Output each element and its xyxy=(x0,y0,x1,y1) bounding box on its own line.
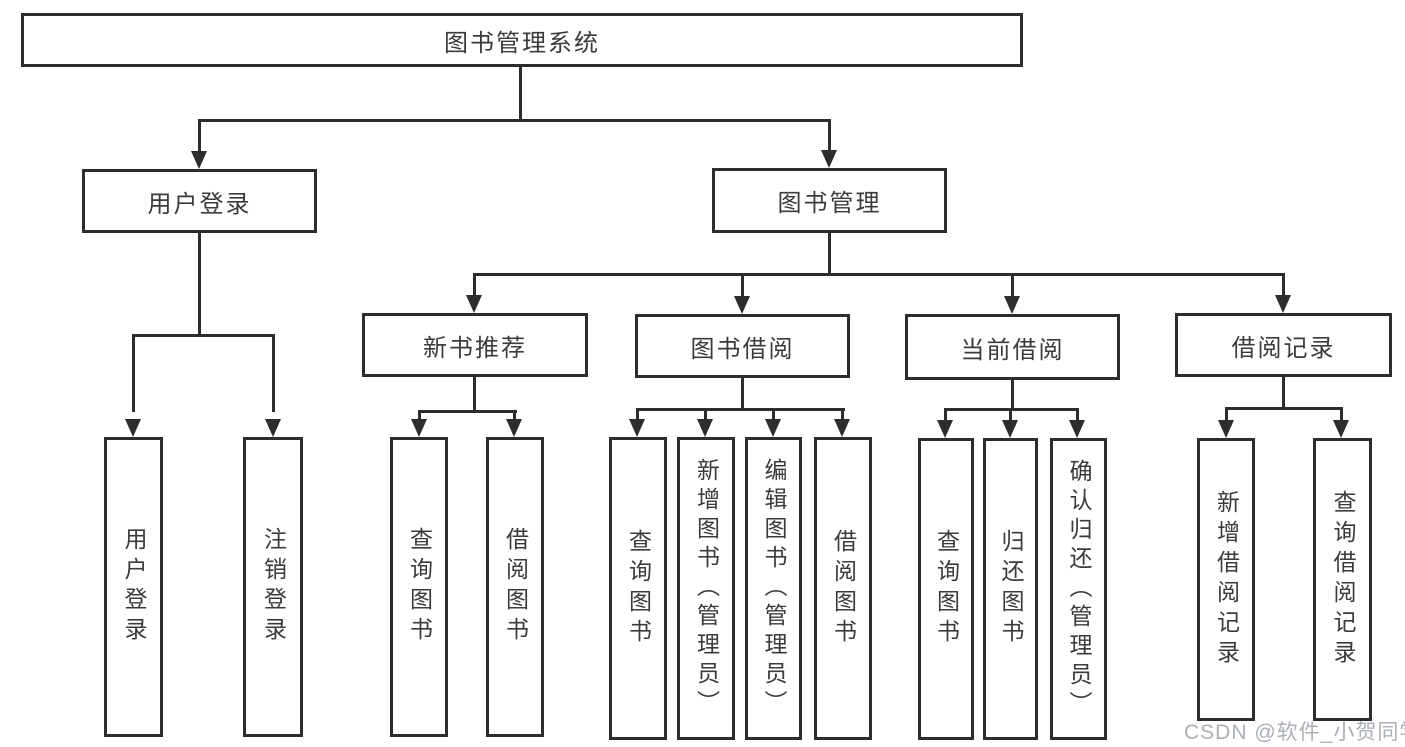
node-library-management-system: 图书管理系统 xyxy=(21,13,1023,67)
connector-line xyxy=(418,410,517,413)
node-book-management: 图书管理 xyxy=(712,168,947,233)
connector-line xyxy=(741,378,744,411)
connector-line xyxy=(418,410,421,422)
leaf-edit-book-admin: 编辑图书（管理员） xyxy=(745,437,802,740)
connector-line xyxy=(944,408,947,421)
connector-line xyxy=(519,67,522,121)
connector-line xyxy=(1225,407,1228,421)
node-new-book-recommendation: 新书推荐 xyxy=(362,313,588,377)
node-borrowing-records: 借阅记录 xyxy=(1175,313,1392,377)
arrow-head xyxy=(1218,420,1234,438)
leaf-query-books: 查询图书 xyxy=(609,437,667,740)
connector-line xyxy=(828,119,831,153)
connector-line xyxy=(473,377,476,413)
arrow-head xyxy=(411,419,427,437)
node-current-borrowing: 当前借阅 xyxy=(905,314,1120,380)
arrow-head xyxy=(265,419,281,437)
leaf-confirm-return-admin: 确认归还（管理员） xyxy=(1050,438,1107,740)
leaf-return-book: 归还图书 xyxy=(983,438,1038,740)
connector-line xyxy=(636,408,845,411)
leaf-query-books: 查询图书 xyxy=(390,437,448,737)
arrow-head xyxy=(765,419,781,437)
arrow-head xyxy=(821,150,837,168)
arrow-head xyxy=(1333,420,1349,438)
connector-line xyxy=(1340,407,1343,421)
leaf-user-login: 用户登录 xyxy=(104,437,163,737)
connector-line xyxy=(1282,273,1285,297)
arrow-head xyxy=(629,419,645,437)
arrow-head xyxy=(834,419,850,437)
arrow-head xyxy=(937,420,953,438)
leaf-logout: 注销登录 xyxy=(243,437,303,737)
node-user-login: 用户登录 xyxy=(82,169,317,233)
leaf-query-borrow-record: 查询借阅记录 xyxy=(1313,438,1372,721)
arrow-head xyxy=(1275,295,1291,313)
leaf-add-borrow-record: 新增借阅记录 xyxy=(1197,438,1255,721)
connector-line xyxy=(704,408,707,421)
connector-line xyxy=(473,273,476,297)
connector-line xyxy=(198,233,201,337)
connector-line xyxy=(198,119,201,153)
connector-line xyxy=(828,233,831,276)
arrow-head xyxy=(125,419,141,437)
connector-line xyxy=(473,273,1285,276)
csdn-watermark: CSDN @软件_小贺同学 xyxy=(1184,721,1405,744)
connector-line xyxy=(636,408,639,421)
connector-line xyxy=(1076,408,1079,421)
connector-line xyxy=(132,334,135,412)
connector-line xyxy=(1011,380,1014,411)
arrow-head xyxy=(506,419,522,437)
connector-line xyxy=(1009,408,1012,421)
connector-line xyxy=(199,119,831,122)
leaf-borrow-books: 借阅图书 xyxy=(486,437,544,737)
leaf-borrow-books: 借阅图书 xyxy=(814,437,872,740)
leaf-add-book-admin: 新增图书（管理员） xyxy=(677,437,735,740)
arrow-head xyxy=(697,419,713,437)
connector-line xyxy=(513,410,516,422)
arrow-head xyxy=(466,295,482,313)
connector-line xyxy=(1282,377,1285,410)
arrow-head xyxy=(1004,296,1020,314)
connector-line xyxy=(741,273,744,297)
arrow-head xyxy=(734,296,750,314)
arrow-head xyxy=(1069,420,1085,438)
node-book-borrowing: 图书借阅 xyxy=(635,314,850,378)
leaf-query-books: 查询图书 xyxy=(918,438,974,740)
connector-line xyxy=(772,408,775,421)
connector-line xyxy=(1225,407,1343,410)
arrow-head xyxy=(1002,420,1018,438)
connector-line xyxy=(1011,273,1014,297)
arrow-head xyxy=(191,151,207,169)
connector-line xyxy=(132,334,275,337)
connector-line xyxy=(272,334,275,412)
connector-line xyxy=(841,408,844,421)
